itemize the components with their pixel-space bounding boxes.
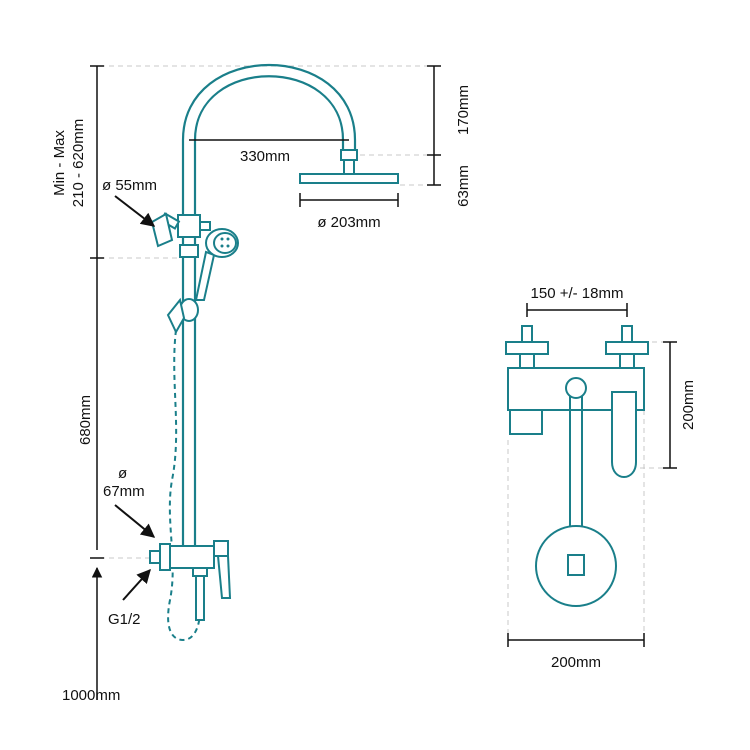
arm-reach-label: 330mm — [240, 148, 290, 165]
holder-pointer-arrow — [114, 195, 156, 227]
thread-label: G1/2 — [108, 611, 141, 628]
gooseneck-arm — [181, 63, 357, 150]
shower-column-drawing: Min - Max 210 - 620mm 330mm 170mm 63mm ø… — [51, 63, 472, 704]
mixer-width-label: 200mm — [551, 654, 601, 671]
height-range-label: 210 - 620mm — [70, 119, 87, 207]
holder-diameter-label: ø 55mm — [102, 177, 157, 194]
thermostatic-mixer — [149, 540, 232, 621]
overhead-shower-head — [299, 149, 399, 184]
riser-pipe — [181, 140, 197, 545]
slide-bracket — [166, 297, 199, 335]
flange-symbol-label: ø — [118, 465, 127, 482]
floor-height-label: 1000mm — [62, 687, 120, 704]
thread-pointer-arrow — [122, 568, 151, 601]
left-inlet-elbow — [505, 325, 549, 369]
mixer-cartridge — [509, 409, 543, 435]
mixer-height-label: 200mm — [680, 380, 697, 430]
hand-shower — [194, 228, 239, 301]
flange-value-label: 67mm — [103, 483, 145, 500]
inlet-centres-label: 150 +/- 18mm — [531, 285, 624, 302]
right-inlet-elbow — [605, 325, 649, 369]
riser-length-label: 680mm — [77, 395, 94, 445]
mixer-lever — [611, 391, 637, 478]
head-diameter-label: ø 203mm — [317, 214, 380, 231]
flange-connector — [567, 554, 585, 576]
flange-pointer-arrow — [114, 504, 156, 538]
min-max-label: Min - Max — [51, 130, 68, 196]
hand-shower-holder — [150, 212, 211, 258]
mixer-detail-drawing: 150 +/- 18mm 200mm 200mm — [505, 285, 697, 671]
arm-height-label: 170mm — [455, 85, 472, 135]
head-drop-label: 63mm — [455, 165, 472, 207]
